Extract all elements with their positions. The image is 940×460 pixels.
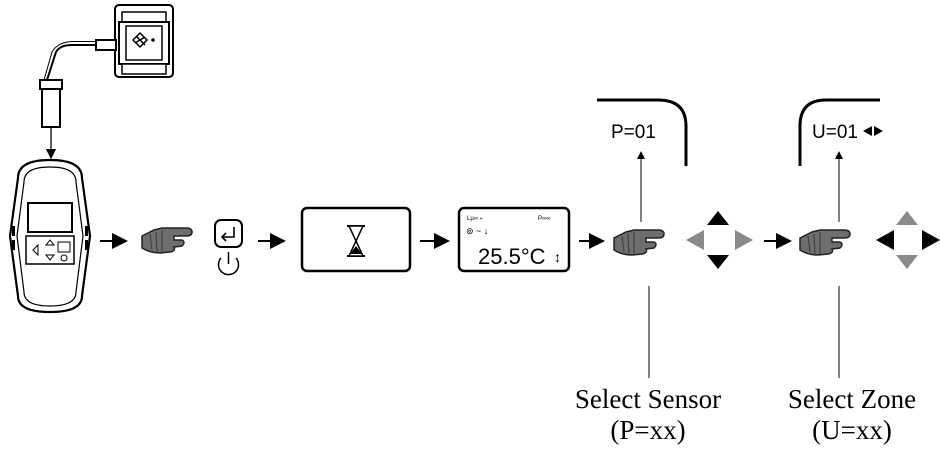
pointing-hand-icon <box>141 227 193 254</box>
pointing-hand-icon <box>613 229 665 256</box>
pointing-hand-icon <box>799 229 851 256</box>
power-icon <box>217 252 240 276</box>
lcd-status-right: P∞∞ <box>538 216 551 222</box>
nav-arrows-sensor <box>686 211 753 269</box>
caption-zone-code: (U=xx) <box>812 415 892 446</box>
caption-zone: Select Zone (U=xx) <box>764 384 940 446</box>
lcd-signal-line: ⊚ ~ ↓ <box>466 226 488 236</box>
sensor-probe <box>39 4 174 160</box>
popup-zone-frame <box>798 98 880 166</box>
right-arrow-icon <box>735 230 753 250</box>
down-arrow-icon <box>896 255 918 269</box>
lcd-temperature: 25.5°C <box>478 244 546 269</box>
nav-arrows-zone <box>876 211 940 269</box>
handheld-device <box>8 158 92 314</box>
caption-zone-title: Select Zone <box>787 384 917 414</box>
enter-key-icon <box>214 219 243 248</box>
caption-sensor: Select Sensor (P=xx) <box>548 384 748 446</box>
left-arrow-icon <box>876 230 894 250</box>
popup-sensor-frame <box>597 98 688 166</box>
popup-zone-arrows-icon <box>863 126 883 136</box>
hourglass-icon <box>347 225 365 257</box>
left-arrow-icon <box>686 230 704 250</box>
lcd-status-left: Lµ∞ ⌐ <box>467 216 484 222</box>
up-arrow-icon <box>707 211 729 225</box>
right-arrow-icon <box>922 230 940 250</box>
popup-sensor-text: P=01 <box>611 122 656 143</box>
caption-sensor-code: (P=xx) <box>610 415 686 446</box>
measurement-screen <box>457 206 571 273</box>
enter-arrow-icon <box>220 227 235 242</box>
up-arrow-icon <box>896 211 918 225</box>
caption-sensor-title: Select Sensor <box>574 384 722 414</box>
lcd-arrows: ↕ <box>554 249 561 265</box>
down-arrow-icon <box>707 255 729 269</box>
device-screen <box>27 202 73 233</box>
popup-zone-text: U=01 <box>812 122 858 143</box>
